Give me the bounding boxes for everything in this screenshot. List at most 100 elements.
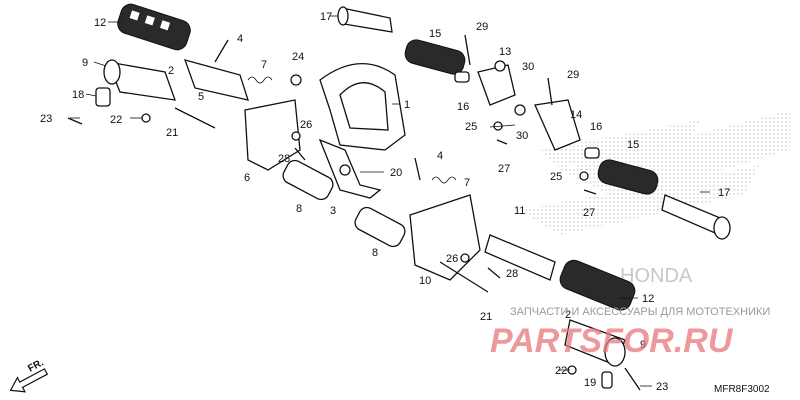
bolt-4-lower [414, 157, 421, 181]
callout-5: 5 [198, 91, 204, 103]
callout-28-upper: 28 [278, 153, 290, 165]
callout-16-lower: 16 [590, 121, 602, 133]
pin-27-upper [496, 139, 508, 145]
callout-20: 20 [390, 167, 402, 179]
callout-2-lower: 2 [565, 309, 571, 321]
cover-end-upper [103, 59, 121, 85]
callout-4-lower: 4 [437, 150, 443, 162]
callout-6: 6 [244, 172, 250, 184]
arrow-left-icon [9, 368, 49, 393]
bracket-10 [409, 194, 481, 281]
callout-15-upper: 15 [429, 28, 441, 40]
callout-27-upper: 27 [498, 163, 510, 175]
bolt-4-upper [214, 39, 229, 63]
callout-25-upper: 25 [465, 121, 477, 133]
bracket-6 [244, 99, 301, 171]
nut-30-upper [494, 60, 506, 72]
bolt-29-lower [547, 77, 553, 106]
watermark-text: ЗАПЧАСТИ И АКСЕССУАРЫ ДЛЯ МОТОТЕХНИКИ [510, 306, 770, 318]
callout-26-upper: 26 [300, 119, 312, 131]
bolt-23-lower [624, 367, 641, 391]
callout-10: 10 [419, 275, 431, 287]
bolt-29-upper [464, 34, 471, 66]
callout-4-upper: 4 [237, 33, 243, 45]
callout-18: 18 [72, 89, 84, 101]
callout-19: 19 [584, 377, 596, 389]
cover-end-lower [604, 337, 626, 367]
callout-12-lower: 12 [642, 293, 654, 305]
footrest-rubber-upper [117, 3, 191, 51]
rubber-8-upper [282, 159, 334, 201]
bolt-23-upper [67, 117, 83, 125]
callout-12-upper: 12 [94, 17, 106, 29]
callout-8-lower: 8 [372, 247, 378, 259]
callout-28-lower: 28 [506, 268, 518, 280]
callout-8-upper: 8 [296, 203, 302, 215]
callout-30-lower: 30 [516, 130, 528, 142]
spring-7-upper [247, 76, 273, 84]
washer-25-lower [579, 171, 589, 181]
callout-2-upper: 2 [168, 65, 174, 77]
washer-26-upper [291, 131, 301, 141]
rubber-15-lower [597, 159, 659, 195]
callout-26-lower: 26 [446, 253, 458, 265]
collar-19 [601, 371, 613, 389]
spring-7-lower [431, 176, 457, 184]
heel-guard-window [339, 82, 389, 131]
gasket-16-upper [454, 71, 470, 83]
watermark-logo: PARTSFOR.RU [490, 322, 734, 360]
holder-13 [477, 64, 516, 106]
callout-7-lower: 7 [464, 177, 470, 189]
holder-14 [534, 99, 581, 151]
screw-22-upper [141, 113, 151, 123]
callout-22-upper: 22 [110, 114, 122, 126]
gasket-16-lower [584, 147, 600, 159]
callout-22-lower: 22 [555, 365, 567, 377]
callout-21-lower: 21 [480, 311, 492, 323]
callout-7-upper: 7 [261, 59, 267, 71]
pin-28-upper [294, 147, 306, 161]
leader-lines [70, 15, 710, 387]
callout-3: 3 [330, 205, 336, 217]
callout-9-lower: 9 [640, 339, 646, 351]
callout-21-upper: 21 [166, 127, 178, 139]
pin-28-lower [487, 267, 501, 279]
rubber-15-upper [404, 39, 466, 75]
bolt-20 [339, 164, 351, 176]
pin-27-lower [583, 189, 597, 195]
callout-17-lower: 17 [718, 187, 730, 199]
callout-13: 13 [499, 46, 511, 58]
diagram-code: MFR8F3002 [714, 384, 770, 395]
callout-9-upper: 9 [82, 57, 88, 69]
peg-17-upper [341, 7, 393, 33]
callout-11: 11 [514, 205, 525, 217]
footrest-bar-lower [484, 234, 556, 281]
callouts: 1 2 2 3 4 4 5 6 7 7 8 8 9 9 10 11 12 12 … [40, 11, 730, 393]
honda-brand-text: HONDA [620, 265, 693, 287]
footrest-rubber-lower [559, 259, 636, 311]
peg-17-lower-end [713, 216, 731, 240]
peg-17-upper-end [337, 6, 349, 26]
collar-18 [95, 87, 111, 107]
fr-direction-arrow [9, 368, 49, 393]
callout-30-upper: 30 [522, 61, 534, 73]
parts [67, 3, 731, 391]
callout-27-lower: 27 [583, 207, 595, 219]
footrest-bar-upper [183, 59, 249, 101]
bolt-21-lower [439, 261, 489, 293]
bolt-21-upper [174, 107, 216, 129]
callout-25-lower: 25 [550, 171, 562, 183]
callout-14: 14 [570, 109, 582, 121]
nut-24 [290, 74, 302, 86]
callout-29-lower: 29 [567, 69, 579, 81]
callout-29-upper: 29 [476, 21, 488, 33]
callout-17-upper: 17 [320, 11, 332, 23]
washer-26-lower [460, 253, 470, 263]
callout-1: 1 [404, 99, 410, 111]
nut-30-lower [514, 104, 526, 116]
callout-24: 24 [292, 51, 304, 63]
callout-15-lower: 15 [627, 139, 639, 151]
rubber-8-lower [354, 206, 406, 248]
callout-23-upper: 23 [40, 113, 52, 125]
